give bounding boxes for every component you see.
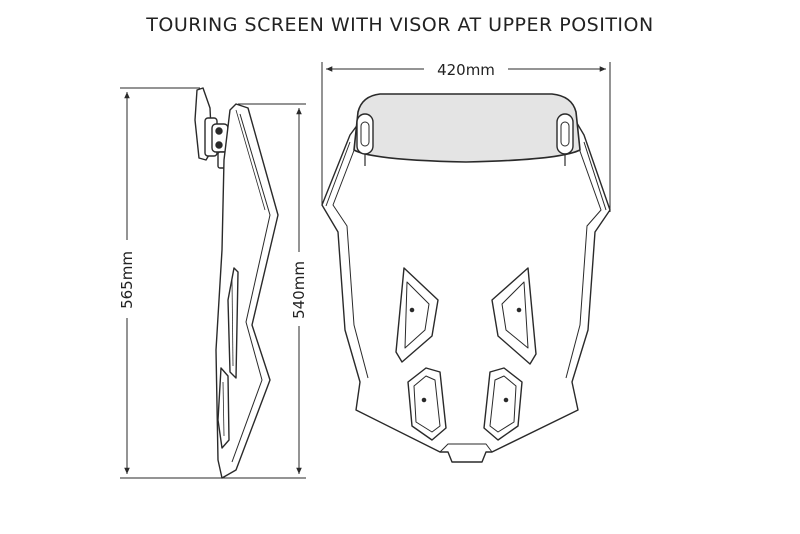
side-bracket [204, 117, 229, 169]
dimension-565: 565mm [118, 87, 222, 479]
diagram-title: TOURING SCREEN WITH VISOR AT UPPER POSIT… [146, 14, 654, 36]
label-565mm: 565mm [118, 251, 136, 309]
vent-lower-right [483, 367, 523, 441]
vent-upper-left [395, 267, 439, 363]
front-screen-body [321, 107, 611, 463]
dimension-420: 420mm [321, 61, 611, 212]
vent-upper-right [491, 267, 537, 365]
side-view [194, 87, 279, 479]
side-screen-body [215, 103, 279, 479]
front-visor [353, 93, 581, 163]
label-540mm: 540mm [290, 261, 308, 319]
dimension-540: 540mm [222, 103, 308, 479]
vent-lower-left [407, 367, 447, 441]
label-420mm: 420mm [437, 61, 495, 79]
visor-knob-left [356, 113, 374, 166]
visor-knob-right [556, 113, 574, 166]
side-slot-upper [227, 267, 239, 379]
front-view [321, 93, 611, 463]
